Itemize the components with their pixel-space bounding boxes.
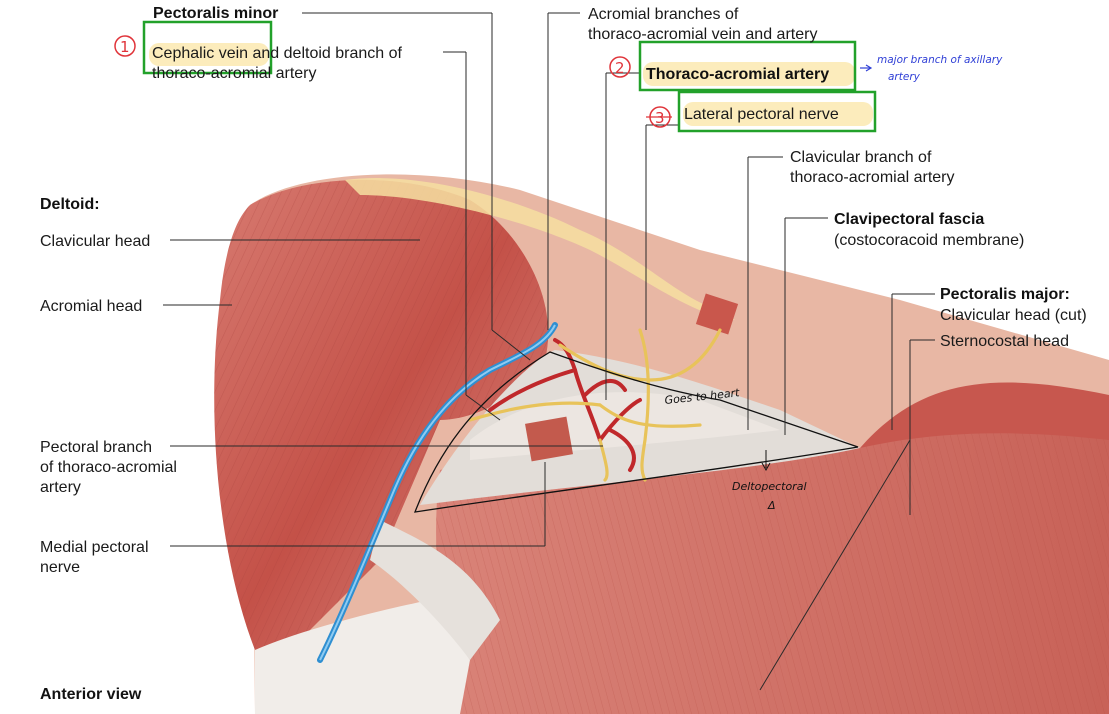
highlight-marks — [114, 20, 877, 472]
label-pectoralis-major: Pectoralis major: — [940, 286, 1070, 303]
label-pectoralis-minor: Pectoralis minor — [153, 5, 278, 22]
number-circle-1 — [114, 35, 136, 57]
label-cephalic-line2: thoraco-acromial artery — [152, 65, 317, 82]
label-deltoid-title: Deltoid: — [40, 196, 100, 213]
label-pectoral-branch-line3: artery — [40, 479, 81, 496]
annotation-number-1: 1 — [120, 38, 130, 56]
label-clavicular-branch: Clavicular branch of — [790, 149, 932, 166]
label-costocoracoid-membrane: (costocoracoid membrane) — [834, 232, 1024, 249]
label-acromial-branches: Acromial branches of — [588, 6, 739, 23]
number-circle-2 — [609, 56, 631, 78]
highlight-box-thoraco-acromial — [638, 40, 857, 92]
label-pm-clavicular-head: Clavicular head (cut) — [940, 307, 1087, 324]
annotation-number-3: 3 — [655, 109, 665, 127]
label-lateral-pectoral-nerve: Lateral pectoral nerve — [684, 106, 839, 123]
annotation-number-2: 2 — [615, 59, 625, 77]
annotation-delta: Δ — [767, 499, 776, 512]
annotation-major-branch: major branch of axillary — [877, 54, 1003, 66]
leader-lines — [163, 12, 935, 691]
annotation-major-branch-line2: artery — [888, 71, 921, 83]
label-acromial-branches-line2: thoraco-acromial vein and artery — [588, 26, 817, 43]
label-anterior-view: Anterior view — [40, 686, 142, 703]
label-acromial-head: Acromial head — [40, 298, 142, 315]
label-clavipectoral-fascia: Clavipectoral fascia — [834, 211, 984, 228]
highlight-box-lateral-pectoral — [677, 90, 877, 133]
label-pectoral-branch-line2: of thoraco-acromial — [40, 459, 177, 476]
label-medial-pectoral-nerve: Medial pectoral — [40, 539, 149, 556]
label-pectoral-branch: Pectoral branch — [40, 439, 152, 456]
label-clavicular-branch-line2: thoraco-acromial artery — [790, 169, 955, 186]
highlight-box-cephalic — [142, 20, 273, 75]
label-deltoid-clavicular-head: Clavicular head — [40, 233, 150, 250]
label-medial-pectoral-nerve-line2: nerve — [40, 559, 80, 576]
shoulder-illustration — [214, 174, 1109, 714]
annotation-deltopectoral: Deltopectoral — [732, 480, 807, 493]
deltopectoral-triangle-drawing — [413, 351, 859, 513]
label-sternocostal-head: Sternocostal head — [940, 333, 1069, 350]
label-thoraco-acromial-artery: Thoraco-acromial artery — [646, 66, 829, 83]
pectoral-nerves — [468, 328, 722, 482]
label-cephalic-vein: Cephalic vein and deltoid branch of — [152, 45, 403, 62]
